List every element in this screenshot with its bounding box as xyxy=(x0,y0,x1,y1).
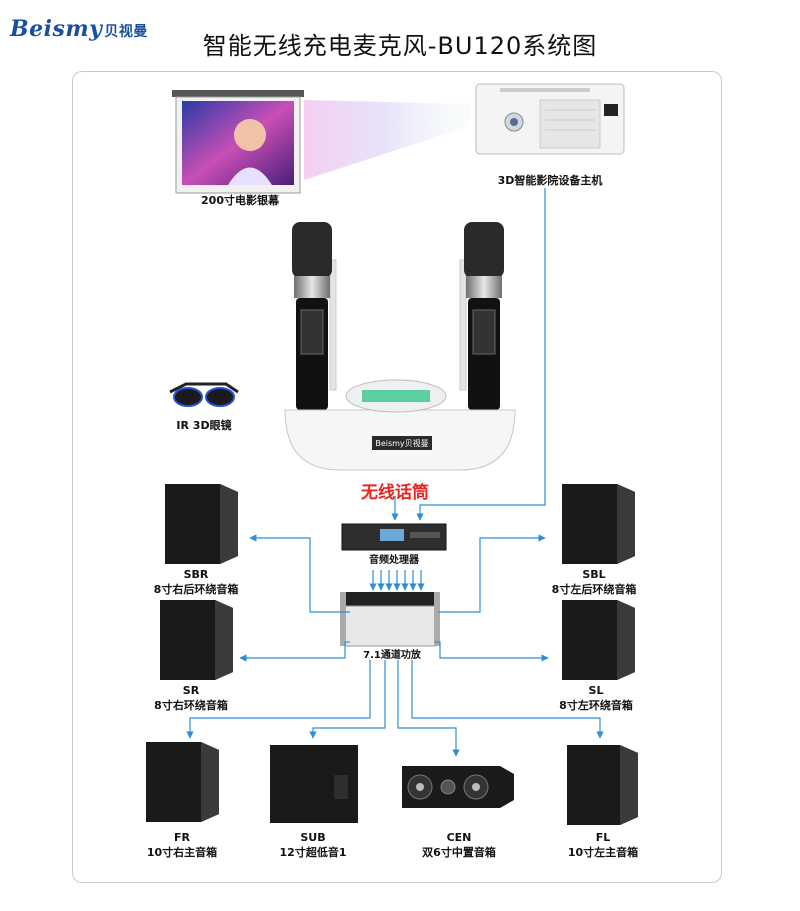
base-brand-text: Beismy贝视曼 xyxy=(375,438,428,448)
speaker-fl xyxy=(567,745,638,825)
speaker-label-sbr: SBR 8寸右后环绕音箱 xyxy=(154,567,239,597)
page-title: 智能无线充电麦克风-BU120系统图 xyxy=(202,32,598,60)
speaker-fr xyxy=(146,742,219,822)
speaker-label-sub: SUB 12寸超低音1 xyxy=(280,830,347,860)
speaker-desc: 8寸左后环绕音箱 xyxy=(551,583,637,596)
singer-face-image xyxy=(234,119,266,151)
microphone-label: 无线话筒 xyxy=(361,483,429,503)
speaker-desc: 8寸右后环绕音箱 xyxy=(153,583,239,596)
speaker-code: SUB xyxy=(300,831,326,844)
base-brand-plate xyxy=(372,436,432,450)
speaker-label-fl: FL 10寸左主音箱 xyxy=(568,830,638,860)
speaker-desc: 双6寸中置音箱 xyxy=(422,846,496,859)
signal-lines xyxy=(186,188,604,757)
speaker-label-sbl: SBL 8寸左后环绕音箱 xyxy=(552,567,637,597)
speaker-desc: 8寸右环绕音箱 xyxy=(154,699,228,712)
amplifier-label: 7.1通道功放 xyxy=(363,650,421,661)
speaker-label-cen: CEN 双6寸中置音箱 xyxy=(422,830,496,860)
speaker-code: SBL xyxy=(582,568,606,581)
speaker-code: FL xyxy=(595,831,611,844)
speaker-code: SL xyxy=(588,684,604,697)
speaker-code: SR xyxy=(182,684,200,697)
cinema-host-unit xyxy=(475,83,625,155)
speaker-desc: 8寸左环绕音箱 xyxy=(559,699,633,712)
speaker-desc: 10寸左主音箱 xyxy=(567,846,639,859)
projection-screen xyxy=(172,90,304,194)
speaker-sbr xyxy=(165,484,238,564)
speaker-sub xyxy=(270,745,358,823)
audio-processor-device xyxy=(341,523,447,551)
speaker-label-fr: FR 10寸右主音箱 xyxy=(147,830,217,860)
amplifier-device xyxy=(340,592,440,647)
cinema-host-label: 3D智能影院设备主机 xyxy=(497,174,603,187)
logo-text: Beismy xyxy=(10,16,103,42)
logo-cn-text: 贝视曼 xyxy=(104,24,148,40)
speaker-desc: 10寸右主音箱 xyxy=(146,846,218,859)
glasses-label: IR 3D眼镜 xyxy=(176,419,232,432)
screen-label: 200寸电影银幕 xyxy=(201,194,279,207)
speaker-label-sl: SL 8寸左环绕音箱 xyxy=(559,683,633,713)
speaker-sl xyxy=(562,600,635,680)
speaker-cen xyxy=(402,766,514,808)
microphone-right xyxy=(464,222,504,410)
projection-beam xyxy=(304,100,470,180)
speaker-desc: 12寸超低音1 xyxy=(279,846,347,859)
processor-label: 音频处理器 xyxy=(369,555,419,566)
speaker-sr xyxy=(160,600,233,680)
wireless-microphone-set: Beismy贝视曼 xyxy=(284,222,516,471)
speaker-sbl xyxy=(562,484,635,564)
speaker-code: FR xyxy=(174,831,190,844)
3d-glasses xyxy=(169,382,239,407)
speaker-code: SBR xyxy=(183,568,209,581)
microphone-left xyxy=(292,222,332,410)
speaker-code: CEN xyxy=(446,831,472,844)
speaker-label-sr: SR 8寸右环绕音箱 xyxy=(154,683,228,713)
